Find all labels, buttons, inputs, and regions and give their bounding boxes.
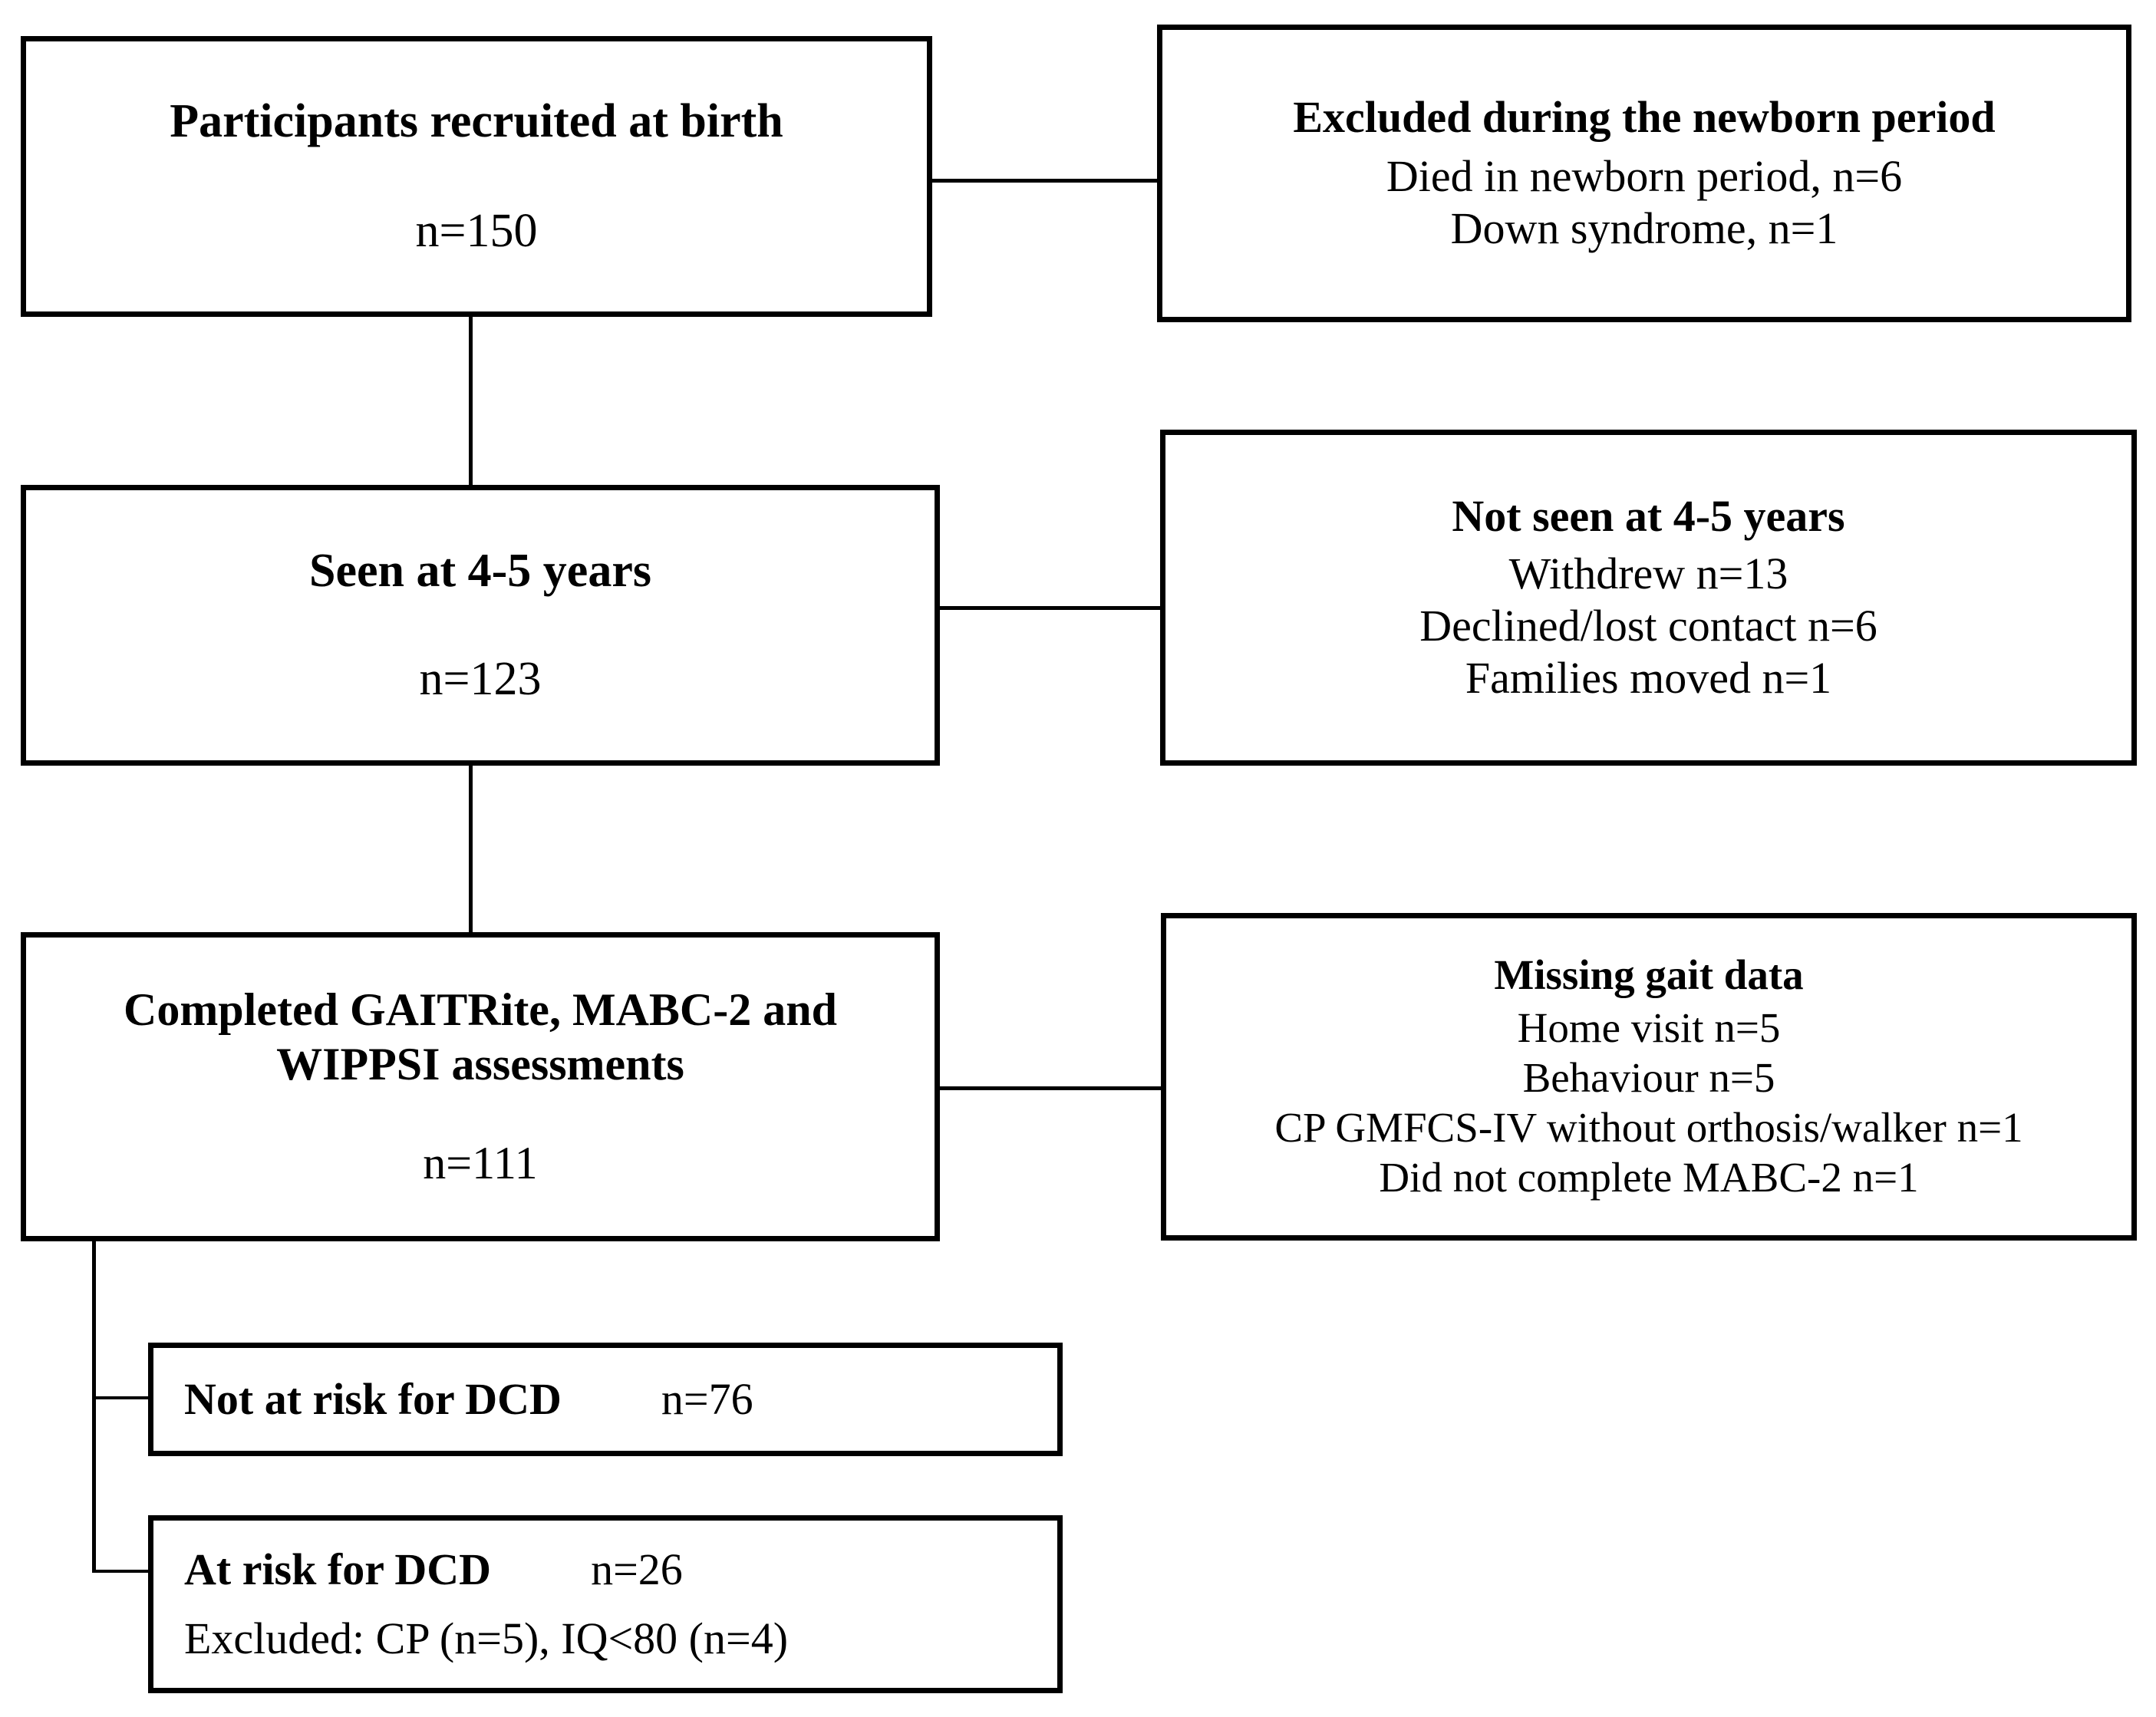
node-not-seen-title: Not seen at 4-5 years — [1452, 491, 1845, 542]
node-completed-assessments: Completed GAITRite, MABC-2 and WIPPSI as… — [21, 932, 940, 1241]
node-at-risk-for-dcd: At risk for DCD n=26 Excluded: CP (n=5),… — [148, 1515, 1063, 1693]
node-seen-at-4-5-years: Seen at 4-5 years n=123 — [21, 485, 940, 766]
connector-recruited-to-excluded — [932, 179, 1159, 183]
node-completed-title-line-1: Completed GAITRite, MABC-2 and — [124, 984, 837, 1036]
node-participants-recruited: Participants recruited at birth n=150 — [21, 36, 932, 317]
node-seen-title: Seen at 4-5 years — [309, 544, 651, 597]
node-missing-line-4: Did not complete MABC-2 n=1 — [1379, 1153, 1919, 1201]
node-at-risk-count: n=26 — [591, 1544, 683, 1594]
node-not-at-risk-count: n=76 — [661, 1373, 753, 1424]
connector-risk-spine — [92, 1240, 96, 1573]
node-at-risk-exclusion-note: Excluded: CP (n=5), IQ<80 (n=4) — [184, 1613, 789, 1663]
node-not-at-risk-for-dcd: Not at risk for DCD n=76 — [148, 1343, 1063, 1456]
node-missing-line-2: Behaviour n=5 — [1522, 1054, 1775, 1102]
node-at-risk-title: At risk for DCD — [184, 1544, 492, 1594]
node-missing-line-1: Home visit n=5 — [1517, 1004, 1781, 1052]
node-not-seen-line-1: Withdrew n=13 — [1508, 548, 1788, 598]
connector-to-not-at-risk — [92, 1396, 150, 1399]
node-recruited-title: Participants recruited at birth — [170, 94, 783, 147]
node-not-seen-line-2: Declined/lost contact n=6 — [1419, 601, 1877, 651]
node-excluded-line-1: Died in newborn period, n=6 — [1386, 150, 1903, 201]
node-completed-count: n=111 — [423, 1137, 538, 1188]
node-completed-title-line-2: WIPPSI assessments — [276, 1039, 684, 1090]
connector-completed-to-missing — [940, 1086, 1162, 1090]
node-not-at-risk-title: Not at risk for DCD — [184, 1373, 562, 1424]
node-excluded-title: Excluded during the newborn period — [1293, 92, 1996, 143]
node-missing-line-3: CP GMFCS-IV without orthosis/walker n=1 — [1274, 1103, 2023, 1151]
connector-seen-to-not-seen — [940, 606, 1161, 610]
node-not-seen-at-4-5-years: Not seen at 4-5 years Withdrew n=13 Decl… — [1160, 430, 2137, 766]
connector-to-at-risk — [92, 1570, 150, 1573]
node-excluded-newborn-period: Excluded during the newborn period Died … — [1157, 25, 2131, 322]
node-not-seen-line-3: Families moved n=1 — [1465, 653, 1832, 704]
node-excluded-line-2: Down syndrome, n=1 — [1450, 203, 1838, 254]
connector-seen-to-completed — [469, 766, 473, 934]
node-recruited-count: n=150 — [415, 205, 538, 257]
node-seen-count: n=123 — [419, 653, 542, 705]
node-missing-gait-data: Missing gait data Home visit n=5 Behavio… — [1161, 913, 2137, 1241]
connector-recruited-to-seen — [469, 317, 473, 487]
node-missing-title: Missing gait data — [1494, 951, 1804, 999]
